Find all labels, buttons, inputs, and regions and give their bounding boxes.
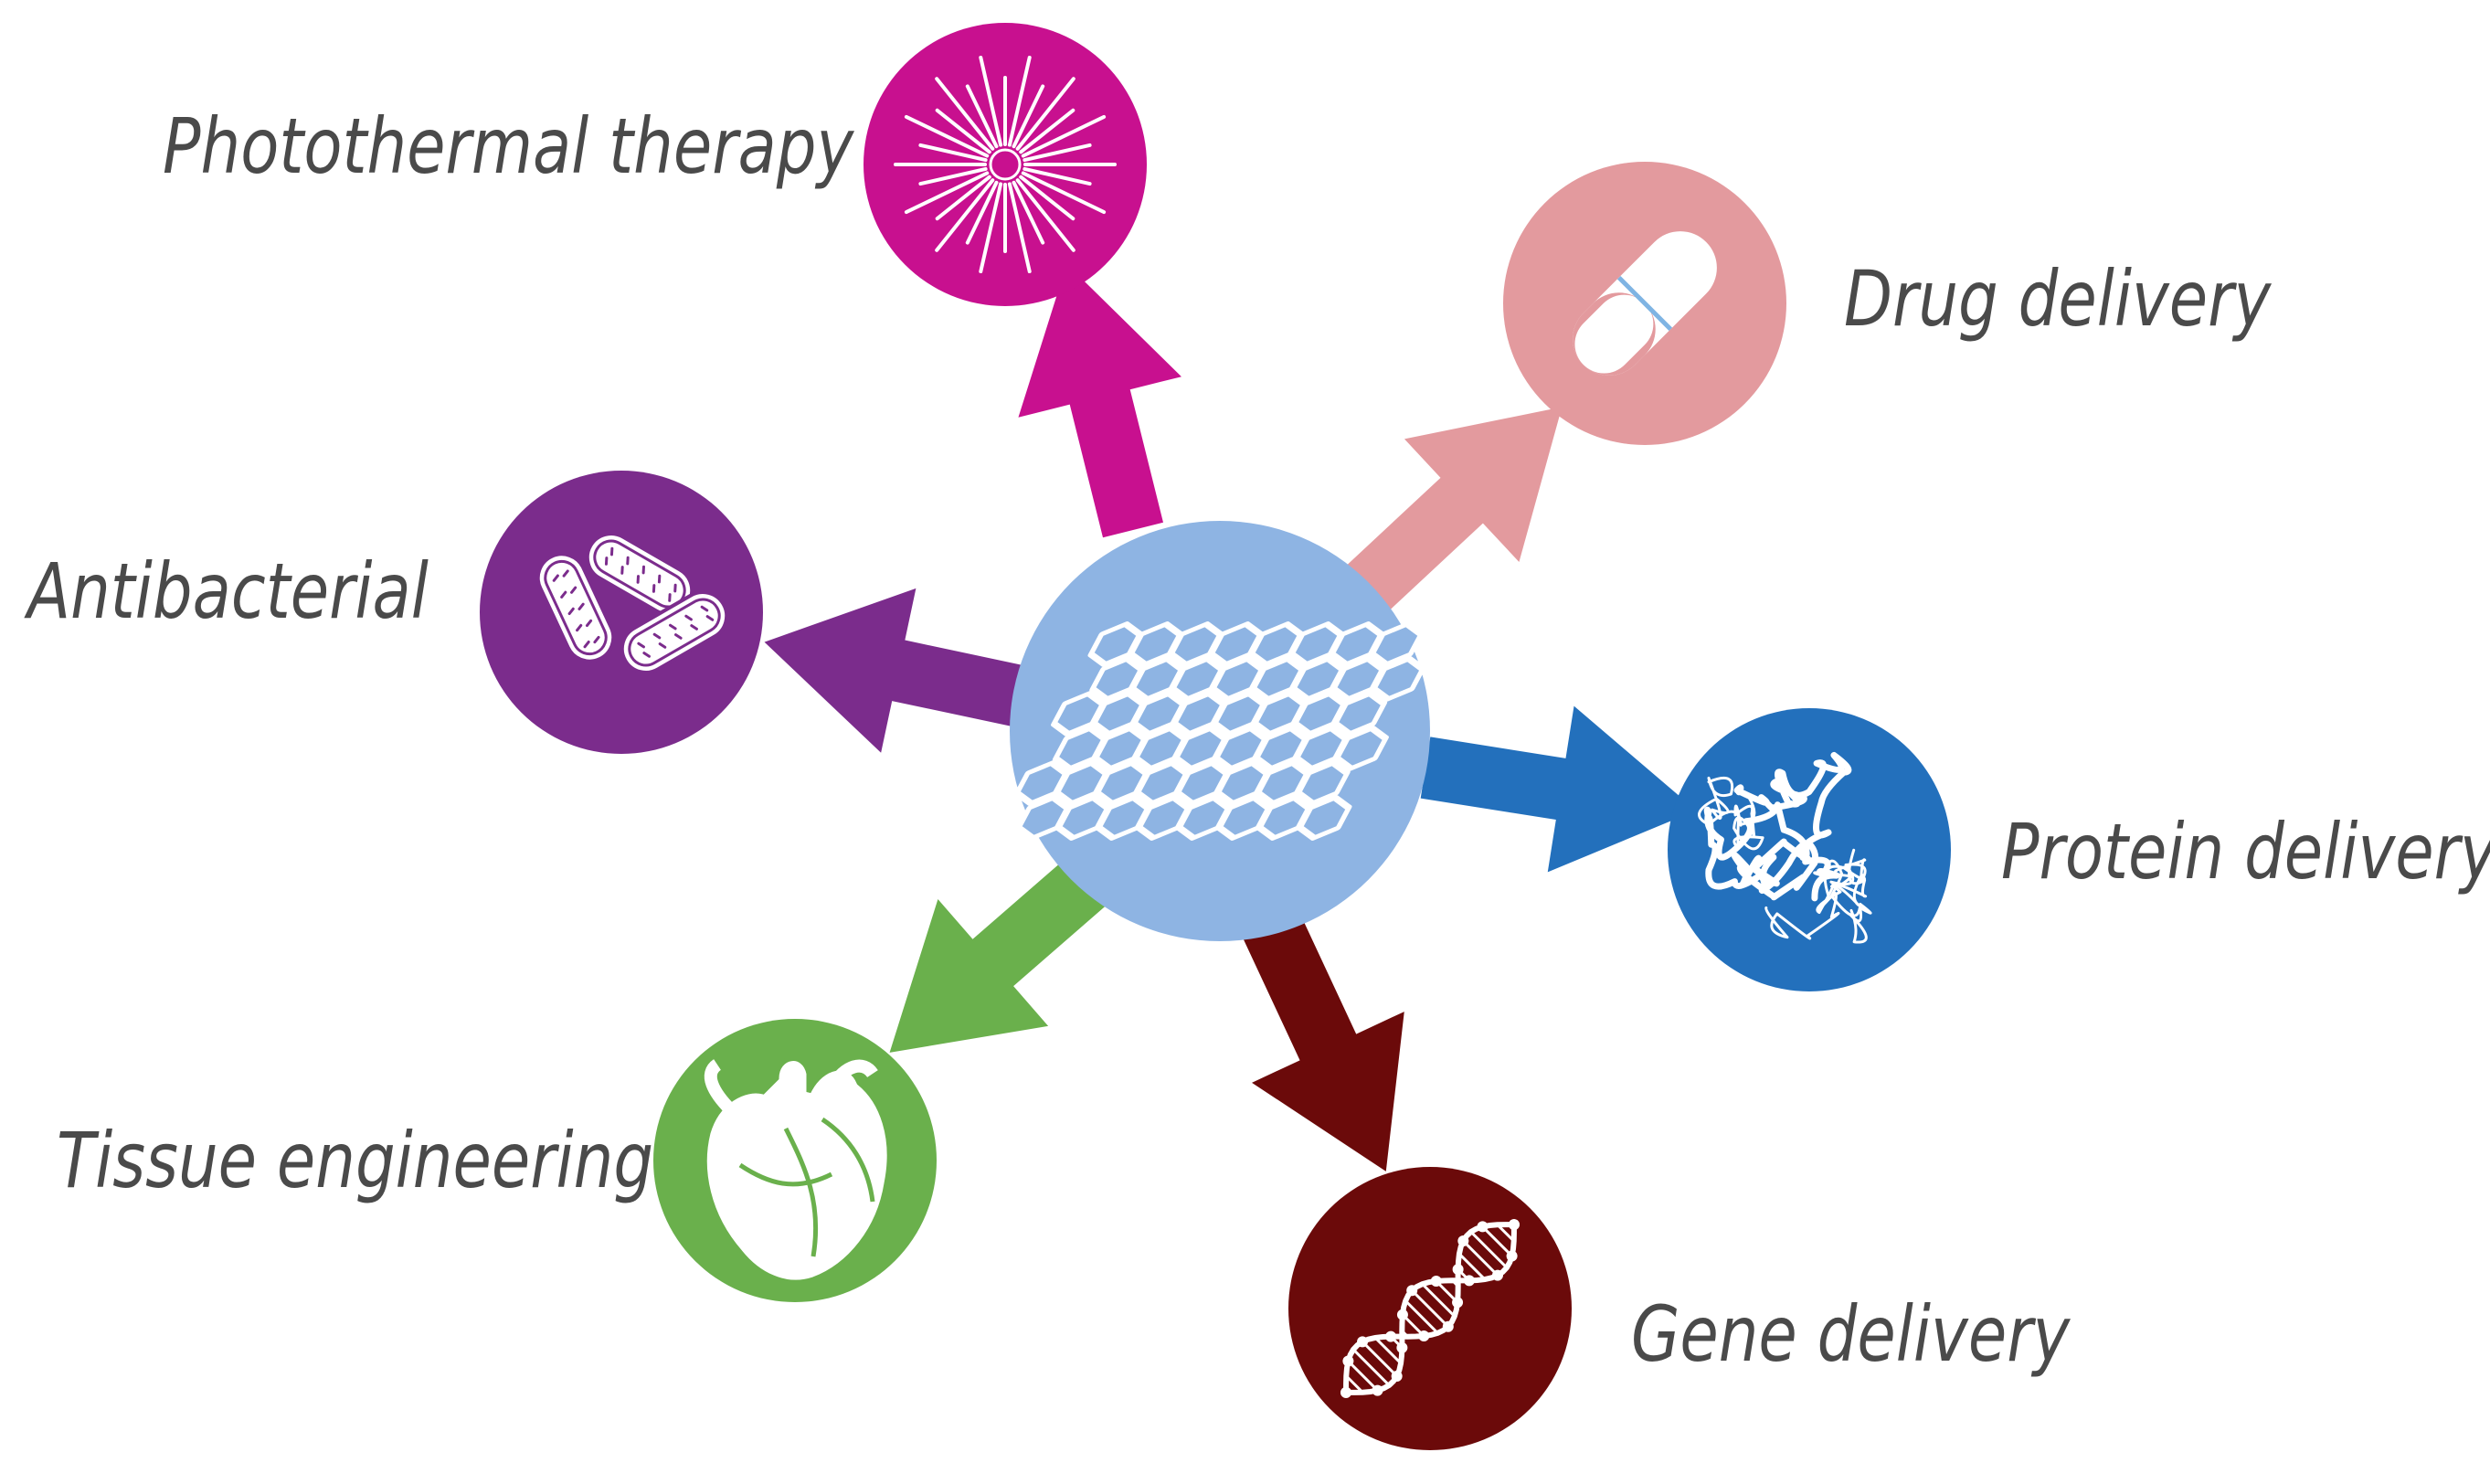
label-tissue-engineering: Tissue engineering bbox=[57, 1116, 654, 1205]
arrow-protein bbox=[1412, 684, 1710, 894]
label-photothermal-therapy: Photothermal therapy bbox=[163, 101, 854, 191]
label-protein-delivery: Protein delivery bbox=[2001, 807, 2490, 896]
label-drug-delivery: Drug delivery bbox=[1844, 254, 2272, 344]
node-tissue bbox=[653, 1019, 937, 1302]
graphene-lattice-icon bbox=[1013, 621, 1426, 841]
node-antibacterial bbox=[480, 471, 763, 754]
arrow-antibacterial bbox=[747, 559, 1051, 781]
protein-structure-icon bbox=[1698, 751, 1872, 944]
node-photothermal bbox=[864, 23, 1147, 306]
heart-organ-icon bbox=[702, 1056, 892, 1285]
node-gene bbox=[1288, 1167, 1572, 1450]
node-drug bbox=[1503, 162, 1786, 445]
label-gene-delivery: Gene delivery bbox=[1631, 1289, 2071, 1379]
center-graphene-node bbox=[1010, 521, 1430, 941]
starburst-icon bbox=[894, 56, 1117, 273]
bacteria-icon bbox=[535, 532, 729, 674]
node-protein bbox=[1668, 708, 1951, 991]
label-antibacterial: Antibacterial bbox=[27, 546, 429, 636]
dna-helix-icon bbox=[1340, 1219, 1520, 1398]
capsule-pill-icon bbox=[1573, 231, 1717, 376]
